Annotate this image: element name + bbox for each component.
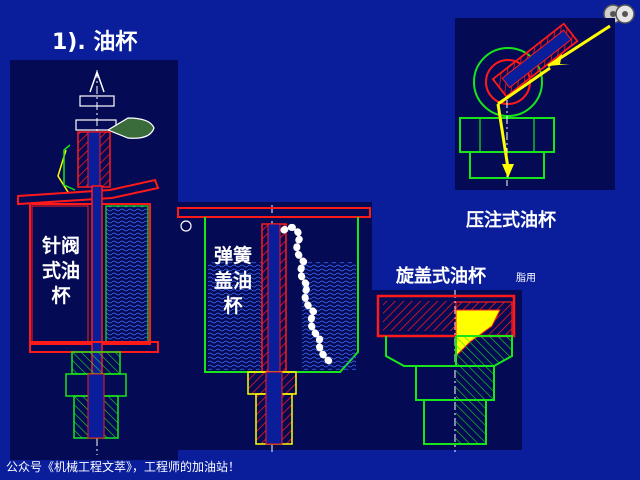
footer-text: 公众号《机械工程文萃》，工程师的加油站！ [6,460,241,474]
needle-valve-cup-label: 针阀 式油 杯 [41,235,80,307]
needle-valve-cup-drawing [17,69,160,455]
spring-lid-cup-drawing [177,205,371,452]
spring-lid-cup-label: 弹簧 盖油 杯 [213,245,252,317]
screw-cap-cup-label: 旋盖式油杯 [396,266,486,287]
yellow-arrow-icon [496,24,611,178]
page-title: 1). 油杯 [52,30,138,55]
screw-cap-cup-drawing [376,290,516,452]
press-injection-cup-label: 压注式油杯 [466,210,556,231]
screw-cap-note: 脂用 [516,273,536,284]
